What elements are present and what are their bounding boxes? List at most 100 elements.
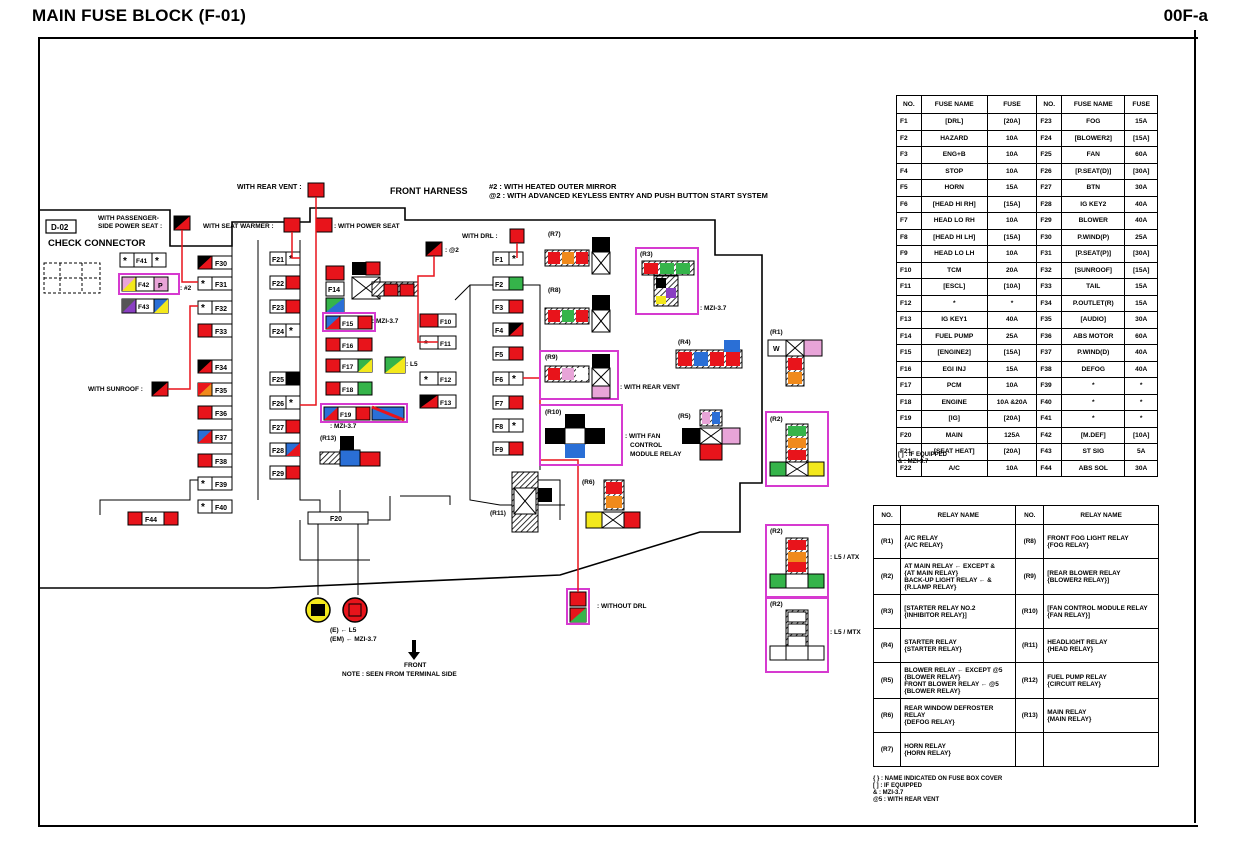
fuse-cell: F39: [1036, 377, 1063, 395]
fuse-cell: [10A]: [1124, 426, 1158, 444]
fuse-cell: HEAD LO RH: [920, 212, 988, 230]
relay-r10: (R10): [539, 404, 623, 466]
fuse-cell: [15A]: [986, 344, 1038, 362]
relay-name-cell: AT MAIN RELAY ← EXCEPT & {AT MAIN RELAY}…: [900, 558, 1017, 595]
svg-text:*: *: [201, 479, 205, 490]
fuse-cell: F31: [1036, 245, 1063, 263]
fuse-cell: HORN: [920, 179, 988, 197]
fuse-cell: F43: [1036, 443, 1063, 461]
svg-text:*: *: [289, 326, 293, 337]
fuse-cell: BTN: [1061, 179, 1126, 197]
relay-note-2: [ ] : IF EQUIPPED: [873, 783, 923, 789]
svg-text:(R5): (R5): [678, 413, 691, 420]
relay-r11: (R11): [490, 471, 552, 533]
fuse-note-1: [ ] : IF EQUIPPED: [898, 452, 948, 458]
svg-text:F31: F31: [215, 282, 227, 289]
relay-name-cell: BLOWER RELAY ← EXCEPT @5 {BLOWER RELAY} …: [900, 662, 1017, 699]
relay-row: (R6)REAR WINDOW DEFROSTER RELAY {DEFOG R…: [872, 698, 1159, 733]
svg-text:F8: F8: [495, 424, 503, 431]
fuse-cell: [AUDIO]: [1061, 311, 1126, 329]
relay-col-name-2: RELAY NAME: [1043, 505, 1159, 525]
fuse-cell: P.WIND(P): [1061, 228, 1126, 246]
fuse-cell: F28: [1036, 195, 1063, 213]
fuse-cell: FUEL PUMP: [920, 327, 988, 345]
fuse-cell: F25: [1036, 146, 1063, 164]
tag-without-drl: : WITHOUT DRL: [597, 603, 646, 610]
fuse-cell: F4: [896, 162, 922, 180]
fuse-cell: 30A: [1124, 179, 1158, 197]
fuse-notes: [ ] : IF EQUIPPED & : MZI-3.7: [898, 452, 947, 466]
fuse-cell: 20A: [986, 261, 1038, 279]
fuse-cell: [15A]: [986, 195, 1038, 213]
connector-tag-label: D-02: [51, 223, 69, 232]
fuse-cell: 40A: [986, 311, 1038, 329]
svg-text:F30: F30: [215, 261, 227, 268]
fuse-col-name: FUSE NAME: [920, 95, 988, 114]
fuse-cell: [20A]: [986, 113, 1038, 131]
relay-no-cell: (R11): [1015, 628, 1045, 663]
fuse-cell: F2: [896, 129, 922, 147]
fuse-cell: IG KEY1: [920, 311, 988, 329]
fuse-cell: 10A: [986, 162, 1038, 180]
svg-text:(R1): (R1): [770, 329, 783, 336]
svg-text:F11: F11: [440, 341, 451, 348]
fuse-cell: F7: [896, 212, 922, 230]
svg-text:(R4): (R4): [678, 339, 691, 346]
fuse-cell: *: [920, 294, 988, 312]
svg-text:F33: F33: [215, 329, 227, 336]
svg-text:F9: F9: [495, 447, 503, 454]
fuse-cell: F3: [896, 146, 922, 164]
svg-text:F12: F12: [440, 377, 452, 384]
legend-at2: @2 : WITH ADVANCED KEYLESS ENTRY AND PUS…: [489, 191, 768, 200]
relay-no-cell: (R6): [872, 698, 902, 733]
fuse-cell: ST SIG: [1061, 443, 1126, 461]
label-rear-vent-top: WITH REAR VENT :: [237, 184, 302, 191]
tag-fan-2: CONTROL: [630, 442, 662, 449]
relay-table: NO. RELAY NAME NO. RELAY NAME (R1)A/C RE…: [872, 505, 1159, 767]
fuse-cell: F15: [896, 344, 922, 362]
front-note: NOTE : SEEN FROM TERMINAL SIDE: [342, 671, 457, 678]
fuse-cell: F17: [896, 377, 922, 395]
svg-text:F21: F21: [272, 257, 284, 264]
tag-at2: : @2: [445, 247, 459, 254]
fuse-cell: [15A]: [1124, 261, 1158, 279]
tag-l5: : L5: [406, 361, 418, 368]
relay-r9: (R9): [539, 350, 619, 400]
fuse-cell: F10: [896, 261, 922, 279]
fuse-cell: [SUNROOF]: [1061, 261, 1126, 279]
relay-name-cell: FRONT FOG LIGHT RELAY {FOG RELAY}: [1043, 524, 1159, 559]
relay-col-name: RELAY NAME: [900, 505, 1017, 525]
fuse-cell: F26: [1036, 162, 1063, 180]
fuse-cell: MAIN: [920, 426, 988, 444]
fuse-cell: F32: [1036, 261, 1063, 279]
fuse-col-fuse-2: FUSE: [1124, 95, 1158, 114]
svg-text:F3: F3: [495, 305, 503, 312]
fuse-cell: ENGINE: [920, 393, 988, 411]
fuse-cell: F1: [896, 113, 922, 131]
svg-text:F10: F10: [440, 319, 452, 326]
svg-text:(R2): (R2): [770, 416, 783, 423]
relay-note-4: @5 : WITH REAR VENT: [873, 797, 940, 803]
relay-no-cell: [1015, 732, 1045, 767]
svg-text:(R3): (R3): [640, 251, 653, 258]
fuse-cell: F40: [1036, 393, 1063, 411]
fuse-cell: F24: [1036, 129, 1063, 147]
fuse-note-2: & : MZI-3.7: [898, 459, 929, 465]
frame-right-line: [1194, 30, 1196, 823]
fuse-cell: F6: [896, 195, 922, 213]
fuse-cell: 10A: [986, 377, 1038, 395]
svg-text:F42: F42: [138, 282, 150, 289]
fuse-cell: F35: [1036, 311, 1063, 329]
svg-text:*: *: [512, 421, 516, 432]
fuse-column-left: F30 *F31 *F32 F33 F34 F35 F36 F37 F38 *F…: [197, 255, 233, 514]
svg-text:F15: F15: [342, 321, 354, 328]
relay-no-cell: (R3): [872, 594, 902, 629]
relay-name-cell: FUEL PUMP RELAY {CIRCUIT RELAY}: [1043, 662, 1159, 699]
tag-l5-mtx: : L5 / MTX: [830, 629, 861, 636]
relay-no-cell: (R4): [872, 628, 902, 663]
fuse-column-middle: F21* F22 F23 F24* F25 F26* F27 F28 F29: [269, 251, 301, 480]
